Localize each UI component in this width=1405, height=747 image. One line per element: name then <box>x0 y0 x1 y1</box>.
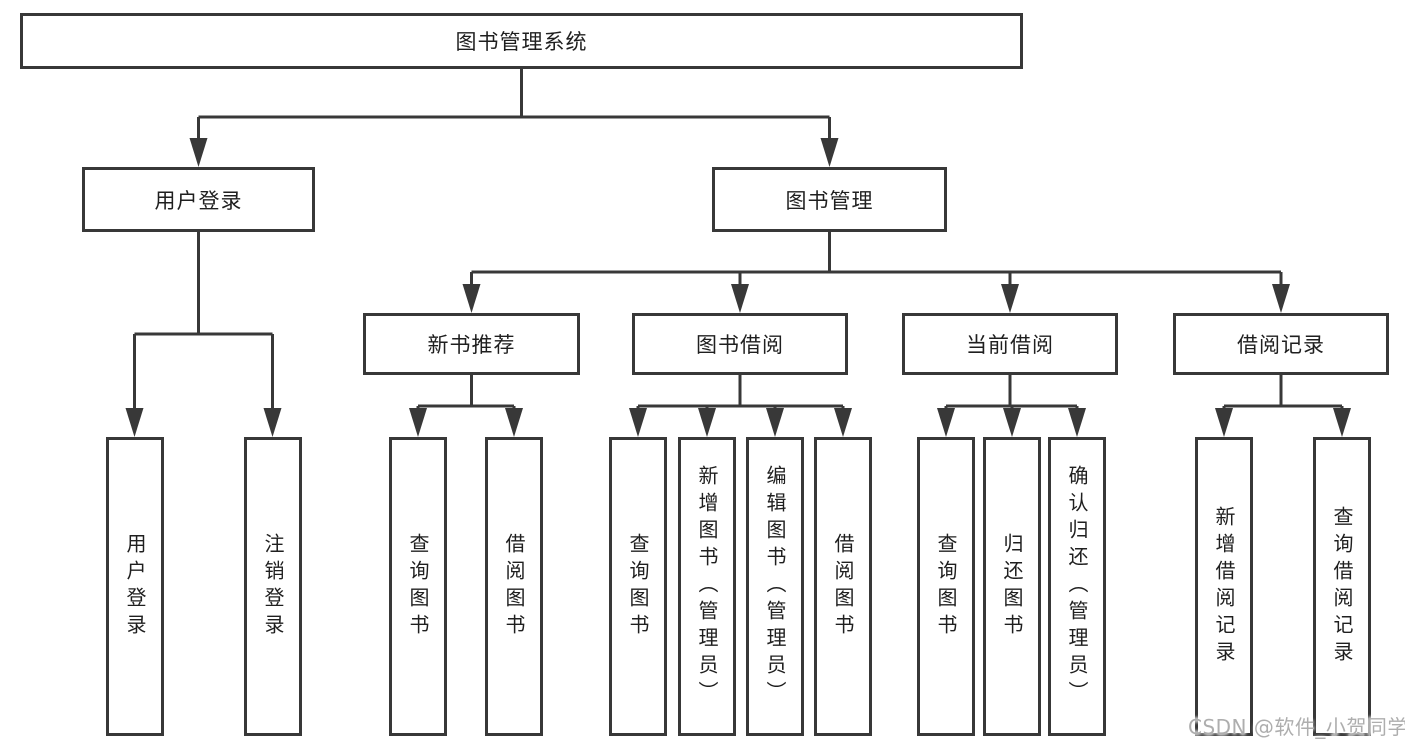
connector-new-book-rec-to-leaves <box>416 375 516 412</box>
arrowhead-down-icon <box>1333 408 1351 437</box>
arrowhead-down-icon <box>462 284 481 313</box>
node-label: 编辑图书（管理员） <box>763 465 787 708</box>
arrowhead-down-icon <box>1001 284 1019 313</box>
arrowhead-down-icon <box>409 408 427 437</box>
node-label: 借阅图书 <box>502 532 526 641</box>
node-library-system: 图书管理系统 <box>20 13 1023 69</box>
csdn-watermark: CSDN @软件_小贺同学 <box>1188 715 1405 739</box>
node-leaf-query-books-current: 查询图书 <box>917 437 975 736</box>
node-label: 查询图书 <box>626 532 650 641</box>
node-label: 注销登录 <box>261 532 285 641</box>
arrowhead-down-icon <box>731 284 749 313</box>
node-leaf-borrow-books-recommend: 借阅图书 <box>485 437 543 736</box>
node-label: 归还图书 <box>1000 532 1024 641</box>
connector-book-mgmt-to-level3 <box>470 232 1283 287</box>
node-leaf-edit-book-admin: 编辑图书（管理员） <box>746 437 804 736</box>
node-borrow-records: 借阅记录 <box>1173 313 1389 375</box>
arrowhead-down-icon <box>1003 408 1021 437</box>
node-current-borrow: 当前借阅 <box>902 313 1118 375</box>
arrowhead-down-icon <box>189 138 208 167</box>
node-leaf-add-book-admin: 新增图书（管理员） <box>678 437 736 736</box>
node-leaf-user-login: 用户登录 <box>106 437 164 736</box>
node-label: 查询图书 <box>934 532 958 641</box>
node-new-book-recommend: 新书推荐 <box>363 313 580 375</box>
node-leaf-query-books-borrow: 查询图书 <box>609 437 667 736</box>
node-label: 查询图书 <box>406 532 430 641</box>
node-leaf-query-borrow-record: 查询借阅记录 <box>1313 437 1371 736</box>
arrowhead-down-icon <box>263 408 282 437</box>
node-label: 查询借阅记录 <box>1330 505 1354 668</box>
arrowhead-down-icon <box>834 408 852 437</box>
arrowhead-down-icon <box>820 138 839 167</box>
connector-user-login-to-leaves <box>133 232 274 410</box>
node-label: 借阅图书 <box>831 532 855 641</box>
arrowhead-down-icon <box>629 408 647 437</box>
arrowhead-down-icon <box>1272 284 1290 313</box>
arrowhead-down-icon <box>698 408 716 437</box>
arrowhead-down-icon <box>1068 408 1086 437</box>
node-label: 新增借阅记录 <box>1212 505 1236 668</box>
node-leaf-query-books-recommend: 查询图书 <box>389 437 447 736</box>
node-leaf-confirm-return-admin: 确认归还（管理员） <box>1048 437 1106 736</box>
connector-borrow-records-to-leaves <box>1222 375 1344 412</box>
arrowhead-down-icon <box>766 408 784 437</box>
node-leaf-add-borrow-record: 新增借阅记录 <box>1195 437 1253 736</box>
node-user-login: 用户登录 <box>82 167 315 232</box>
node-leaf-borrow-books: 借阅图书 <box>814 437 872 736</box>
node-label: 确认归还（管理员） <box>1065 465 1089 708</box>
node-label: 新增图书（管理员） <box>695 465 719 708</box>
connector-book-borrow-to-leaves <box>636 375 845 412</box>
node-leaf-return-books: 归还图书 <box>983 437 1041 736</box>
connector-current-borrow-to-leaves <box>944 375 1079 412</box>
arrowhead-down-icon <box>125 408 144 437</box>
node-label: 用户登录 <box>123 532 147 641</box>
node-book-borrow: 图书借阅 <box>632 313 848 375</box>
arrowhead-down-icon <box>505 408 523 437</box>
node-leaf-logout: 注销登录 <box>244 437 302 736</box>
arrowhead-down-icon <box>1215 408 1233 437</box>
arrowhead-down-icon <box>937 408 955 437</box>
node-book-management: 图书管理 <box>712 167 947 232</box>
connector-root-to-level2 <box>197 69 831 140</box>
